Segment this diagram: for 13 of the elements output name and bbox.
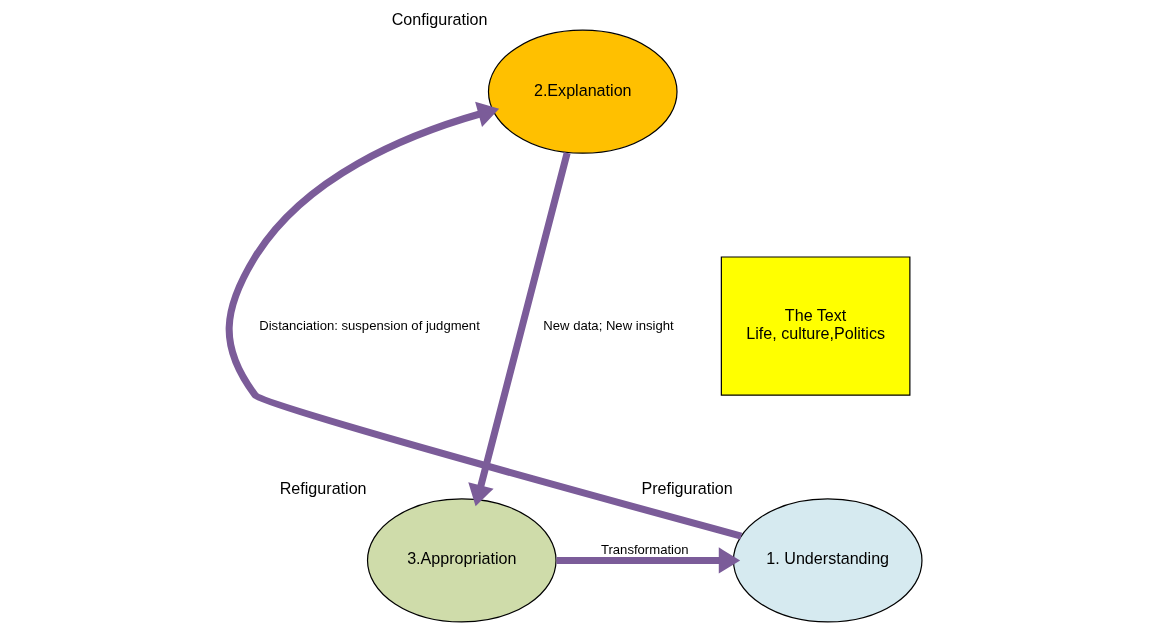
node-ellipse: 3.Appropriation (366, 498, 557, 623)
edge-label: Distanciation: suspension of judgment (258, 317, 480, 333)
edge-label: Transformation (600, 541, 689, 557)
arrow (225, 101, 742, 540)
node-label: Prefiguration (640, 478, 733, 497)
node-box: The Text Life, culture,Politics (720, 256, 910, 396)
node-label: Configuration (391, 9, 488, 28)
arrow (467, 151, 571, 507)
node-label: Refiguration (279, 478, 367, 497)
node-ellipse: 2.Explanation (487, 29, 678, 154)
edge-label: New data; New insight (542, 317, 674, 333)
arrow (556, 547, 740, 574)
node-ellipse: 1. Understanding (732, 498, 923, 623)
